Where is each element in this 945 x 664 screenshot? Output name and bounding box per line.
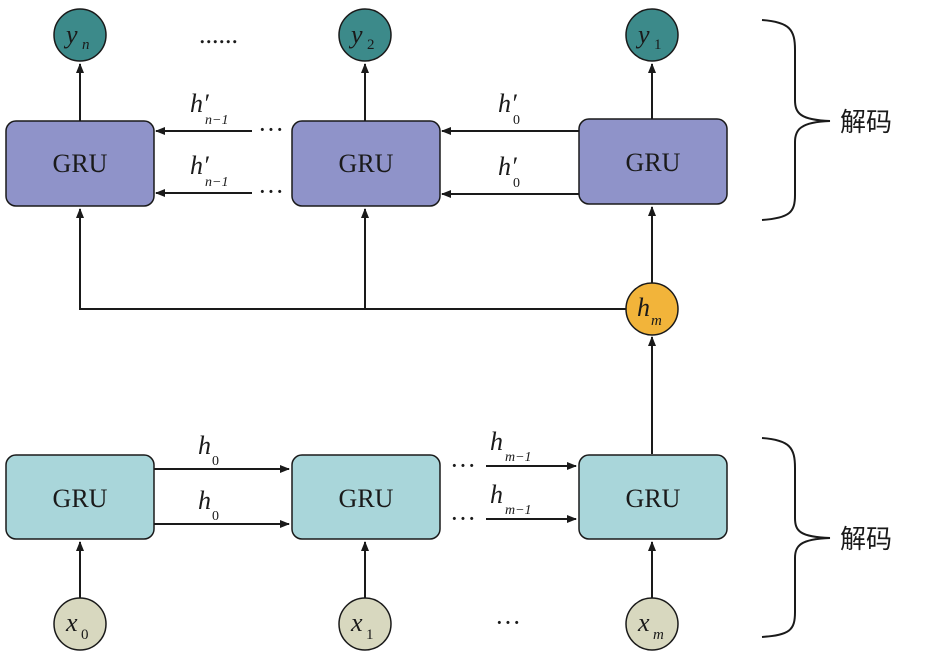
encoder-input-x0: x 0	[53, 597, 107, 651]
svg-text:GRU: GRU	[339, 484, 394, 513]
svg-text:h: h	[198, 431, 211, 460]
encoder-right-ellipsis-top: ···	[450, 451, 476, 480]
decoder-gru-3: GRU	[578, 118, 728, 205]
svg-text:x: x	[637, 608, 650, 637]
decoder-output-y2: y 2	[338, 8, 392, 62]
svg-text:1: 1	[366, 627, 374, 643]
svg-text:m: m	[653, 627, 664, 643]
decoder-brace-label: 解码	[840, 108, 892, 138]
encoder-brace	[761, 437, 831, 638]
svg-text:h′: h′	[498, 89, 517, 118]
svg-text:n−1: n−1	[205, 113, 228, 128]
svg-text:y: y	[348, 20, 363, 49]
label-h0-bottom: h 0	[198, 486, 219, 524]
encoder-gru-2: GRU	[291, 454, 441, 540]
label-hm-1-top: h m−1	[490, 427, 532, 465]
svg-text:h′: h′	[498, 152, 517, 181]
label-h-prime-0-top: h′ 0	[498, 89, 520, 128]
input-ellipsis: ···	[495, 608, 521, 637]
decoder-left-ellipsis-top: ···	[258, 115, 284, 144]
encoder-gru-1: GRU	[5, 454, 155, 540]
svg-text:y: y	[635, 20, 650, 49]
encoder-brace-label: 解码	[840, 525, 892, 555]
svg-text:h: h	[637, 293, 650, 322]
svg-text:0: 0	[513, 176, 520, 191]
label-h0-top: h 0	[198, 431, 219, 469]
svg-text:h: h	[198, 486, 211, 515]
encoder-input-x1: x 1	[338, 597, 392, 651]
encoder-input-xm: x m	[625, 597, 679, 651]
svg-text:h′: h′	[190, 89, 209, 118]
svg-text:1: 1	[654, 37, 662, 53]
label-h-prime-n-1-bottom: h′ n−1	[190, 151, 228, 190]
svg-text:h: h	[490, 480, 503, 509]
svg-text:GRU: GRU	[53, 149, 108, 178]
svg-text:0: 0	[81, 627, 89, 643]
label-h-prime-n-1-top: h′ n−1	[190, 89, 228, 128]
decoder-gru-1: GRU	[5, 120, 155, 207]
svg-text:0: 0	[212, 454, 219, 469]
svg-text:y: y	[63, 20, 78, 49]
decoder-left-ellipsis-bottom: ···	[258, 177, 284, 206]
svg-text:n: n	[82, 37, 90, 53]
label-h-prime-0-bottom: h′ 0	[498, 152, 520, 191]
decoder-brace	[761, 19, 831, 221]
svg-text:n−1: n−1	[205, 175, 228, 190]
label-hm-1-bottom: h m−1	[490, 480, 532, 518]
decoder-output-y1: y 1	[625, 8, 679, 62]
svg-text:h′: h′	[190, 151, 209, 180]
svg-text:x: x	[65, 608, 78, 637]
svg-text:GRU: GRU	[626, 484, 681, 513]
svg-text:m: m	[651, 313, 662, 329]
svg-text:m−1: m−1	[505, 503, 532, 518]
hidden-state-hm: h m	[625, 282, 679, 336]
encoder-gru-3: GRU	[578, 454, 728, 540]
svg-text:x: x	[350, 608, 363, 637]
svg-text:h: h	[490, 427, 503, 456]
svg-text:GRU: GRU	[53, 484, 108, 513]
svg-text:2: 2	[367, 37, 375, 53]
svg-text:0: 0	[513, 113, 520, 128]
svg-text:GRU: GRU	[339, 149, 394, 178]
encoder-right-ellipsis-bottom: ···	[450, 504, 476, 533]
decoder-gru-2: GRU	[291, 120, 441, 207]
decoder-output-yn: y n	[53, 8, 107, 62]
svg-text:GRU: GRU	[626, 148, 681, 177]
context-line-to-gru-1	[76, 208, 627, 310]
output-ellipsis: ......	[199, 20, 238, 49]
svg-text:0: 0	[212, 509, 219, 524]
svg-text:m−1: m−1	[505, 450, 532, 465]
